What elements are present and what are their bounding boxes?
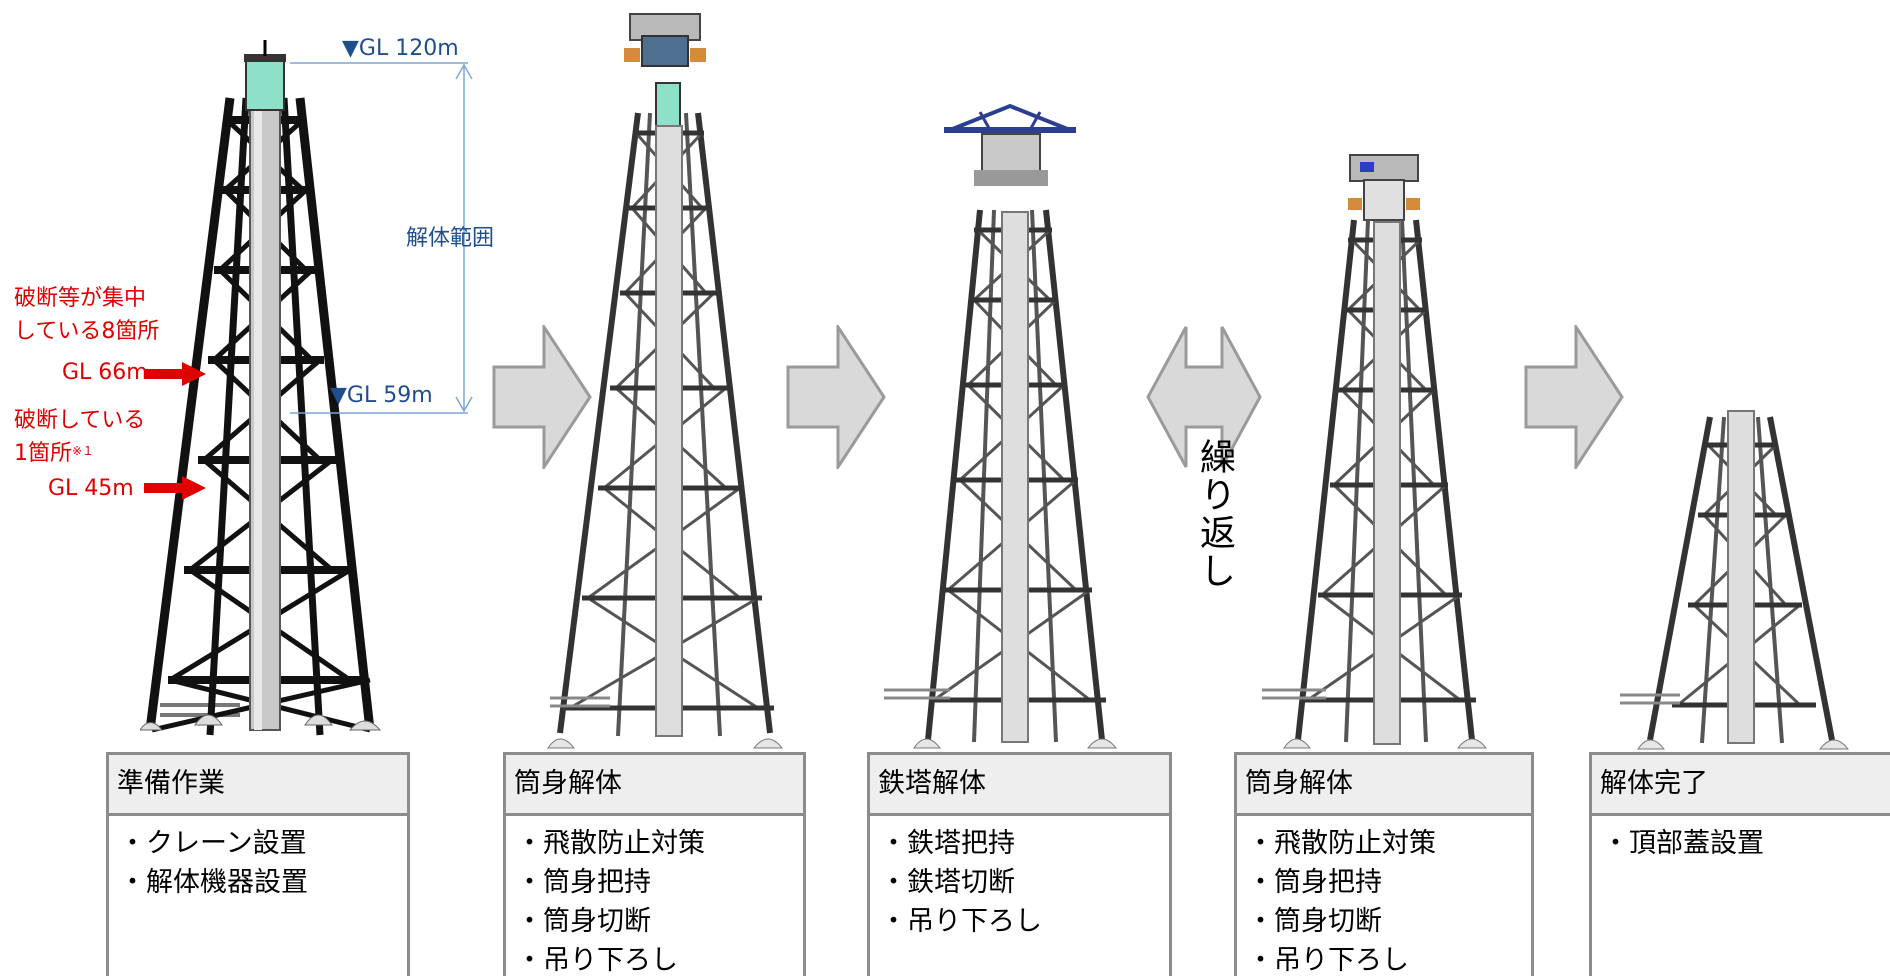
gray-arrow-right-icon	[786, 325, 886, 469]
gl-120-label: ▼GL 120m	[342, 36, 459, 61]
step-task-list: ・飛散防止対策 ・筒身把持 ・筒身切断 ・吊り下ろし	[506, 816, 803, 980]
gl-66-label: GL 66m	[62, 360, 148, 385]
step-task-item: ・飛散防止対策	[516, 828, 705, 859]
tower-completed	[1620, 410, 1850, 750]
step-title: 準備作業	[109, 755, 407, 816]
step-title: 筒身解体	[506, 755, 803, 816]
dimension-lines	[290, 62, 473, 414]
broken-line-1: 破断している	[14, 408, 146, 433]
step-task-list: ・鉄塔把持 ・鉄塔切断 ・吊り下ろし	[870, 816, 1169, 941]
step-title: 解体完了	[1592, 755, 1890, 816]
step-task-item: ・筒身把持	[516, 867, 651, 898]
single-fracture-note: 破断している 1箇所※１	[14, 404, 145, 470]
tower-chimney-removal-repeat	[1262, 154, 1488, 749]
step-task-item: ・筒身切断	[516, 906, 651, 937]
step-task-item: ・頂部蓋設置	[1602, 828, 1764, 859]
gray-double-arrow-icon	[1146, 326, 1262, 468]
concentrated-line-2: している8箇所	[14, 319, 160, 344]
broken-line-2: 1箇所	[14, 441, 72, 466]
step-title: 筒身解体	[1237, 755, 1531, 816]
step-box-1: 準備作業 ・クレーン設置 ・解体機器設置	[106, 752, 410, 976]
step-task-list: ・飛散防止対策 ・筒身把持 ・筒身切断 ・吊り下ろし	[1237, 816, 1531, 980]
step-task-list: ・クレーン設置 ・解体機器設置	[109, 816, 407, 902]
step-box-3: 鉄塔解体 ・鉄塔把持 ・鉄塔切断 ・吊り下ろし	[867, 752, 1172, 976]
tower-steel-removal	[884, 103, 1118, 749]
step-box-2: 筒身解体 ・飛散防止対策 ・筒身把持 ・筒身切断 ・吊り下ろし	[503, 752, 806, 976]
demolition-range-label: 解体範囲	[406, 226, 495, 251]
step-task-item: ・吊り下ろし	[880, 906, 1042, 937]
repeat-label: 繰り返し	[1194, 438, 1235, 590]
step-task-list: ・頂部蓋設置	[1592, 816, 1890, 863]
concentrated-line-1: 破断等が集中	[14, 286, 147, 311]
red-arrow-icon	[144, 362, 206, 386]
gray-arrow-right-icon	[492, 325, 592, 469]
step-task-item: ・飛散防止対策	[1247, 828, 1436, 859]
tower-initial	[140, 40, 382, 736]
step-task-item: ・吊り下ろし	[516, 945, 678, 976]
footnote-mark: ※１	[72, 444, 95, 458]
step-task-item: ・クレーン設置	[119, 828, 307, 859]
gray-arrow-right-icon	[1524, 325, 1624, 469]
step-task-item: ・解体機器設置	[119, 867, 308, 898]
step-task-item: ・鉄塔把持	[880, 828, 1015, 859]
gl-59-label: ▼GL 59m	[330, 383, 433, 408]
step-title: 鉄塔解体	[870, 755, 1169, 816]
gl-45-label: GL 45m	[48, 476, 134, 501]
step-box-4: 筒身解体 ・飛散防止対策 ・筒身把持 ・筒身切断 ・吊り下ろし	[1234, 752, 1534, 976]
step-task-item: ・筒身把持	[1247, 867, 1382, 898]
step-task-item: ・吊り下ろし	[1247, 945, 1409, 976]
concentrated-fracture-note: 破断等が集中 している8箇所	[14, 282, 159, 348]
step-task-item: ・筒身切断	[1247, 906, 1382, 937]
step-box-5: 解体完了 ・頂部蓋設置	[1589, 752, 1890, 976]
tower-chimney-removal	[547, 13, 784, 749]
red-arrow-icon	[144, 476, 206, 500]
step-task-item: ・鉄塔切断	[880, 867, 1015, 898]
